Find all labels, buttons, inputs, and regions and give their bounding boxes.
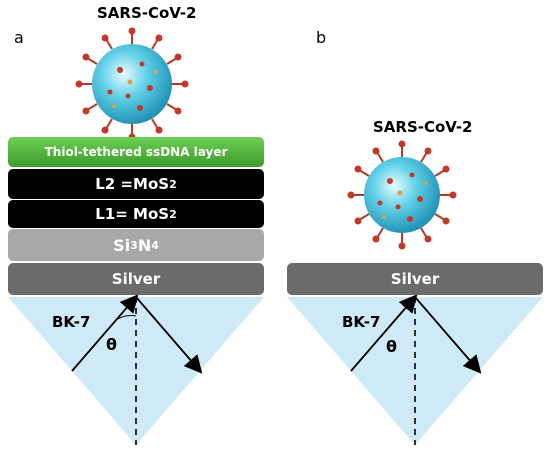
reflected-ray-b <box>414 296 482 374</box>
silver-label-b: Silver <box>390 270 440 288</box>
si3n4-label-si: Si <box>113 235 131 255</box>
ssdna-layer: Thiol-tethered ssDNA layer <box>8 137 264 167</box>
si3n4-label-n: N <box>137 235 152 255</box>
incident-ray-a <box>71 294 139 372</box>
angle-label-b: θ <box>386 337 397 356</box>
virus-icon-a <box>75 27 189 141</box>
virus-title-a: SARS-CoV-2 <box>97 4 197 22</box>
silver-label-a: Silver <box>111 270 161 288</box>
incident-ray-b <box>350 294 418 372</box>
si3n4-sub-4: 4 <box>151 238 159 252</box>
reflected-ray-a <box>135 296 203 374</box>
ssdna-layer-label: Thiol-tethered ssDNA layer <box>44 145 228 159</box>
mos2-l2-subscript: 2 <box>169 177 177 191</box>
mos2-l1-label: L1= MoS <box>95 205 170 223</box>
virus-title-b: SARS-CoV-2 <box>373 118 473 136</box>
prism-label-a: BK-7 <box>52 313 91 331</box>
prism-a <box>8 297 264 445</box>
angle-label-a: θ <box>106 335 117 354</box>
prism-label-b: BK-7 <box>342 313 381 331</box>
silver-layer-a: Silver <box>8 263 264 295</box>
mos2-l1-subscript: 2 <box>169 207 177 221</box>
panel-b-label: b <box>316 28 327 47</box>
mos2-l2-label: L2 =MoS <box>95 175 170 193</box>
virus-icon-b <box>347 140 457 250</box>
panel-a-label: a <box>14 28 24 47</box>
angle-arc-a <box>115 315 137 321</box>
prism-b <box>287 297 543 445</box>
si3n4-sub-3: 3 <box>130 238 138 252</box>
silver-layer-b: Silver <box>287 263 543 295</box>
